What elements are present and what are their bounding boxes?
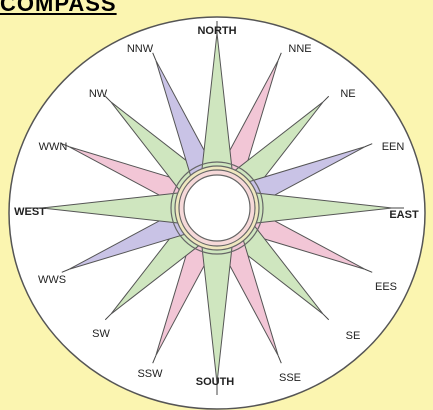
label-sw: SW [92, 328, 110, 340]
label-se: SE [346, 330, 361, 342]
label-nnw: NNW [127, 43, 154, 55]
label-ne: NE [340, 88, 355, 100]
label-north: NORTH [197, 25, 236, 37]
label-een: EEN [382, 141, 405, 153]
label-ees: EES [375, 281, 397, 293]
label-nw: NW [89, 88, 108, 100]
center-rings [171, 162, 263, 254]
label-ssw: SSW [137, 368, 163, 380]
label-sse: SSE [279, 372, 301, 384]
label-wwn: WWN [39, 141, 68, 153]
label-west: WEST [14, 206, 46, 218]
label-south: SOUTH [196, 376, 235, 388]
label-east: EAST [389, 209, 419, 221]
label-wws: WWS [38, 274, 66, 286]
label-nne: NNE [288, 43, 311, 55]
